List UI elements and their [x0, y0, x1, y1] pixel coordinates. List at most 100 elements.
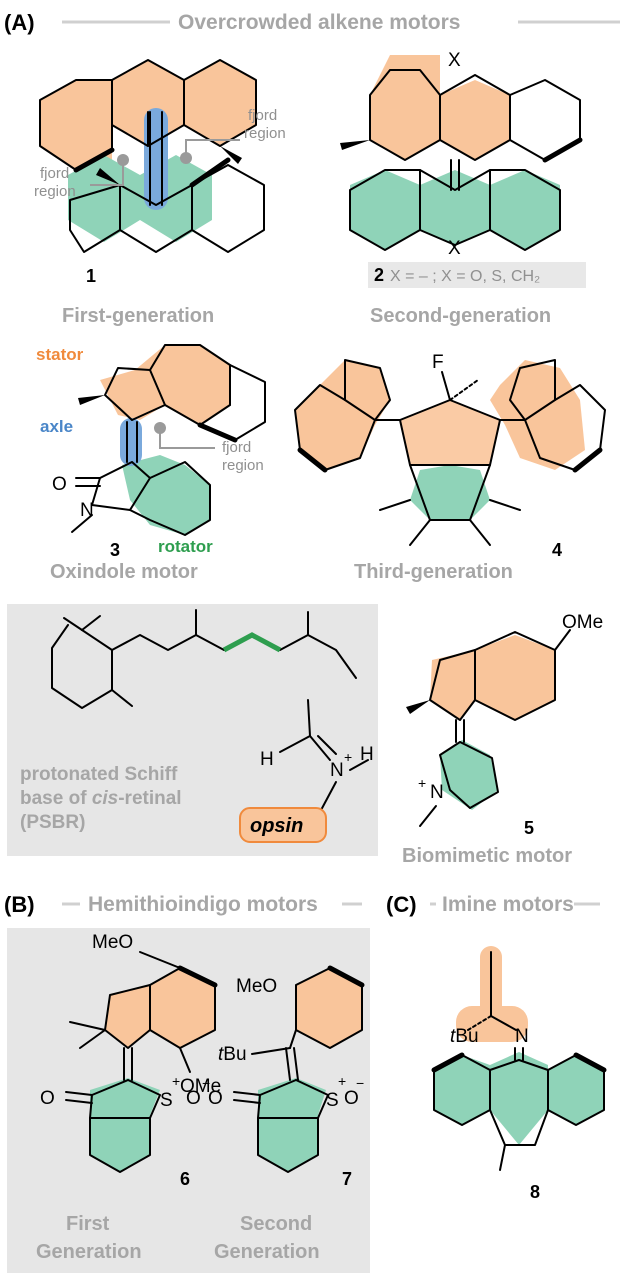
section-a-letter: (A): [4, 10, 35, 35]
bond: [65, 1099, 93, 1104]
wedge-bond: [78, 395, 105, 405]
sulfur-atom: S: [160, 1090, 173, 1111]
sulfur-atom: S: [326, 1090, 339, 1111]
stator-label: stator: [36, 345, 84, 364]
compound-2: X X 2 X = – ; X = O, S, CH₂ Second-gener…: [340, 50, 586, 327]
bold-bond: [73, 147, 115, 173]
x-atom: X: [448, 50, 461, 71]
hashed-bond: [449, 379, 479, 401]
bond: [379, 499, 411, 511]
bond: [147, 124, 185, 147]
hydrogen-atom: H: [260, 749, 274, 770]
bond: [489, 499, 521, 511]
bond: [441, 371, 451, 401]
bold-bond: [542, 137, 583, 163]
hashed-bond: [467, 1015, 492, 1031]
stator-fill: [296, 968, 362, 1048]
bold-bond: [197, 422, 238, 443]
axle-label: axle: [40, 417, 73, 436]
bond: [518, 1054, 605, 1126]
compound-caption: Oxindole motor: [50, 561, 198, 583]
fjord-label: region: [244, 125, 286, 142]
section-a-title: Overcrowded alkene motors: [178, 11, 460, 34]
fluorine-atom: F: [432, 352, 444, 373]
charge-minus: −: [356, 1075, 364, 1091]
compound-8: tBu N 8: [431, 946, 607, 1202]
bond: [344, 359, 391, 421]
tbu-group: tBu: [450, 1026, 479, 1047]
bond: [63, 617, 83, 631]
section-b-title: Hemithioindigo motors: [88, 893, 318, 916]
bond: [183, 59, 257, 147]
bond: [489, 1109, 549, 1146]
bond: [111, 689, 133, 707]
rotator-fill: [122, 455, 210, 535]
hydrogen-atom: H: [360, 744, 374, 765]
charge-plus: +: [344, 749, 352, 765]
leader-line: [159, 428, 215, 449]
bold-bond: [431, 1052, 465, 1073]
bold-bond: [189, 157, 231, 188]
bond: [419, 805, 437, 827]
psbr-label: protonated Schiff: [20, 764, 178, 785]
bond: [129, 461, 211, 536]
bond: [399, 399, 501, 466]
compound-number: 6: [180, 1169, 190, 1189]
bond: [439, 741, 499, 809]
compound-5: OMe N + 5 Biomimetic motor: [402, 612, 603, 867]
stator-fill: [105, 968, 215, 1048]
x-atom: X: [448, 238, 461, 259]
section-c-letter: (C): [386, 892, 417, 917]
rotator-label: rotator: [158, 537, 213, 556]
formula-box: [368, 262, 586, 288]
nitrogen-atom: N: [330, 760, 344, 781]
oxygen-atom: O: [344, 1088, 359, 1109]
oxygen-atom: O: [52, 474, 67, 495]
bond: [349, 759, 369, 771]
rotator-fill: [350, 170, 560, 250]
compound-number: 4: [552, 540, 562, 560]
bond: [349, 169, 561, 251]
psbr-label: base of cis-retinal: [20, 788, 182, 809]
section-c-title: Imine motors: [442, 893, 574, 916]
bond: [111, 59, 185, 126]
bond: [139, 951, 181, 969]
bond: [409, 519, 431, 546]
opsin-badge: [239, 807, 327, 843]
bond: [233, 1099, 261, 1104]
cis-bond-highlight: [222, 632, 282, 653]
bold-bond: [327, 965, 365, 988]
bond: [71, 514, 93, 533]
bond: [499, 1144, 506, 1171]
bond: [81, 615, 101, 631]
rotator-fill: [258, 1078, 326, 1115]
stator-fill: [400, 400, 500, 465]
bond: [69, 1021, 106, 1031]
charge-plus: +: [172, 1073, 180, 1089]
bond: [257, 1117, 319, 1173]
bond: [257, 1079, 329, 1119]
methoxy-group: MeO: [236, 976, 277, 997]
stator-fill: [295, 360, 390, 470]
bond: [91, 461, 151, 511]
compound-number: 2: [374, 265, 384, 285]
compound-4: F 4 Third-generation: [294, 352, 606, 583]
stator-fill: [100, 345, 230, 425]
rotator-fill: [548, 1055, 604, 1125]
compound-caption: Biomimetic motor: [402, 845, 572, 867]
leader-line: [90, 160, 124, 186]
psbr-panel: H N + H protonated Schiff base of cis-re…: [7, 604, 378, 856]
leader-line: [185, 139, 240, 158]
compound-caption: Second-generation: [370, 305, 551, 327]
stator-fill: [430, 635, 555, 720]
compound-6: MeO OMe O S + O − 6 First Generation: [36, 932, 221, 1263]
bold-bond: [297, 447, 328, 473]
bond: [289, 1029, 297, 1049]
double-bond: [309, 735, 331, 761]
bond: [433, 1054, 520, 1126]
bond: [111, 79, 149, 147]
wedge-bond: [220, 146, 242, 164]
fjord-label: fjord: [222, 439, 251, 456]
psbr-label: (PSBR): [20, 812, 85, 833]
